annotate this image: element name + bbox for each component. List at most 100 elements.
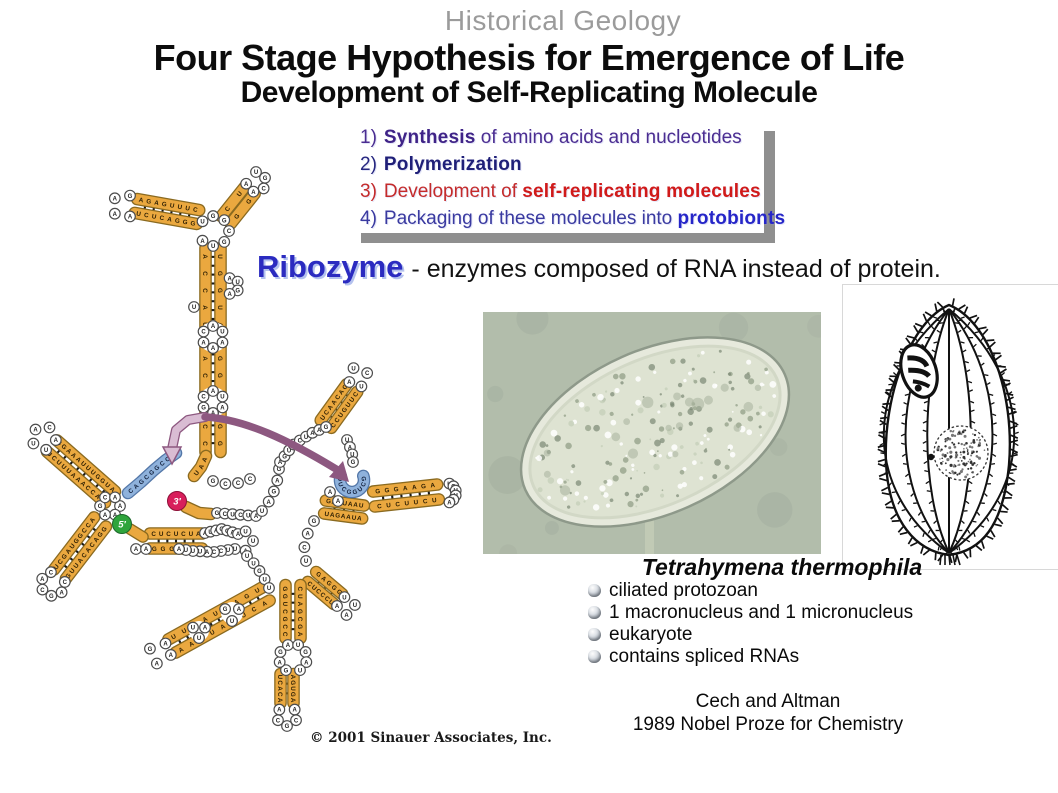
svg-text:C: C bbox=[298, 439, 303, 445]
svg-text:U: U bbox=[304, 435, 308, 441]
svg-text:A: A bbox=[132, 482, 140, 491]
svg-text:U: U bbox=[350, 453, 354, 459]
svg-text:A: A bbox=[154, 199, 160, 207]
svg-text:G: G bbox=[359, 476, 367, 482]
svg-text:C: C bbox=[395, 501, 401, 509]
svg-text:A: A bbox=[69, 452, 77, 461]
svg-text:A: A bbox=[277, 708, 282, 714]
svg-text:C: C bbox=[365, 371, 370, 377]
svg-text:A: A bbox=[201, 254, 208, 259]
svg-text:5′: 5′ bbox=[118, 519, 126, 530]
svg-text:G: G bbox=[64, 572, 73, 580]
credit-text: Cech and Altman 1989 Nobel Proze for Che… bbox=[608, 690, 928, 736]
svg-text:G: G bbox=[281, 594, 288, 599]
svg-text:A: A bbox=[447, 501, 452, 507]
svg-text:G: G bbox=[351, 460, 356, 466]
svg-text:C: C bbox=[224, 205, 233, 213]
svg-text:A: A bbox=[320, 575, 328, 584]
svg-text:G: G bbox=[257, 569, 262, 575]
svg-text:U: U bbox=[251, 539, 255, 545]
svg-text:U: U bbox=[358, 502, 364, 510]
svg-text:U: U bbox=[151, 213, 157, 221]
svg-text:C: C bbox=[223, 512, 228, 518]
svg-text:A: A bbox=[178, 646, 186, 655]
svg-text:G: G bbox=[148, 647, 153, 653]
stage-list: 1)Synthesis of amino acids and nucleotid… bbox=[350, 121, 785, 233]
svg-text:C: C bbox=[423, 498, 429, 506]
svg-text:A: A bbox=[219, 623, 227, 632]
credit-line-1: Cech and Altman bbox=[695, 691, 841, 712]
svg-text:G: G bbox=[222, 218, 227, 224]
svg-text:U: U bbox=[170, 633, 178, 642]
svg-text:G: G bbox=[352, 488, 358, 496]
svg-text:A: A bbox=[348, 445, 353, 451]
svg-text:U: U bbox=[79, 460, 87, 469]
svg-text:G: G bbox=[326, 498, 332, 506]
svg-text:A: A bbox=[134, 547, 139, 553]
svg-text:U: U bbox=[254, 170, 258, 176]
svg-text:C: C bbox=[201, 441, 208, 446]
svg-text:A: A bbox=[177, 547, 182, 553]
svg-text:A: A bbox=[346, 514, 352, 522]
svg-text:U: U bbox=[185, 205, 191, 213]
svg-text:U: U bbox=[72, 562, 81, 570]
svg-text:A: A bbox=[188, 640, 196, 649]
svg-text:C: C bbox=[236, 481, 241, 487]
svg-text:U: U bbox=[31, 442, 35, 448]
svg-text:G: G bbox=[346, 488, 352, 496]
svg-text:U: U bbox=[351, 366, 355, 372]
svg-text:G: G bbox=[281, 586, 288, 591]
svg-text:A: A bbox=[237, 607, 242, 613]
svg-text:C: C bbox=[333, 416, 342, 424]
svg-text:C: C bbox=[159, 215, 165, 223]
svg-text:U: U bbox=[230, 619, 234, 625]
svg-text:A: A bbox=[201, 356, 208, 361]
svg-text:U: U bbox=[198, 549, 202, 555]
svg-text:U: U bbox=[296, 643, 300, 649]
svg-text:A: A bbox=[330, 398, 339, 406]
svg-text:A: A bbox=[92, 536, 101, 544]
svg-text:G: G bbox=[182, 219, 188, 227]
svg-text:U: U bbox=[177, 204, 183, 212]
svg-text:G: G bbox=[282, 454, 287, 460]
svg-text:A: A bbox=[347, 501, 353, 509]
svg-text:A: A bbox=[200, 239, 205, 245]
svg-text:A: A bbox=[65, 447, 73, 456]
svg-text:G: G bbox=[375, 488, 381, 496]
svg-text:A: A bbox=[74, 456, 82, 465]
svg-text:C: C bbox=[159, 459, 167, 468]
svg-text:U: U bbox=[351, 514, 357, 522]
svg-text:C: C bbox=[330, 421, 339, 429]
svg-text:C: C bbox=[219, 549, 224, 555]
svg-text:C: C bbox=[314, 588, 322, 597]
svg-text:G: G bbox=[216, 441, 223, 446]
svg-text:U: U bbox=[296, 594, 303, 599]
svg-text:U: U bbox=[413, 499, 419, 507]
svg-text:A: A bbox=[167, 216, 173, 224]
svg-text:A: A bbox=[233, 598, 241, 607]
svg-text:A: A bbox=[103, 513, 108, 519]
svg-text:C: C bbox=[251, 606, 259, 615]
svg-text:G: G bbox=[60, 553, 69, 561]
svg-text:G: G bbox=[289, 692, 296, 697]
svg-text:C: C bbox=[281, 624, 288, 629]
svg-text:U: U bbox=[68, 567, 77, 575]
svg-text:U: U bbox=[404, 500, 410, 508]
svg-text:G: G bbox=[243, 592, 251, 601]
svg-text:U: U bbox=[197, 636, 201, 642]
svg-text:A: A bbox=[289, 698, 296, 703]
tetrahymena-micrograph bbox=[483, 312, 821, 554]
svg-text:A: A bbox=[169, 653, 174, 659]
svg-text:C: C bbox=[323, 409, 332, 417]
svg-text:G: G bbox=[153, 464, 161, 473]
svg-text:G: G bbox=[312, 519, 317, 525]
svg-text:G: G bbox=[190, 220, 196, 228]
svg-text:U: U bbox=[200, 220, 204, 226]
svg-text:A: A bbox=[340, 513, 346, 521]
svg-text:U: U bbox=[386, 502, 392, 510]
svg-text:U: U bbox=[359, 385, 363, 391]
svg-text:U: U bbox=[251, 561, 255, 567]
svg-text:U: U bbox=[342, 595, 346, 601]
svg-text:U: U bbox=[304, 559, 308, 565]
